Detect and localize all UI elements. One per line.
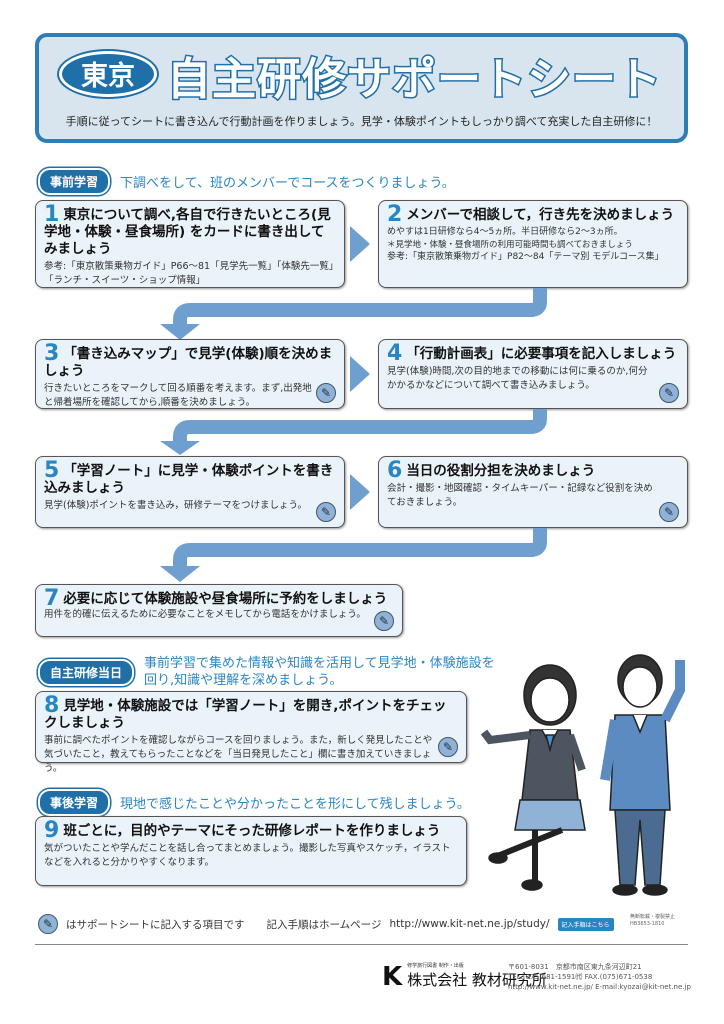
page-subtitle: 手順に従ってシートに書き込んで行動計画を作りましょう。見学・体験ポイントもしっか…	[65, 115, 658, 128]
section-label: 自主研修当日	[38, 658, 135, 686]
study-url-link[interactable]: http://www.kit-net.ne.jp/study/	[389, 918, 550, 930]
step-text: 会計・撮影・地図確認・タイムキーパー・記録など役割を決めておきましょう。	[387, 483, 653, 508]
address: 〒601-8031 京都市南区東九条河辺町21	[508, 963, 642, 971]
k-logo-icon: K	[382, 962, 403, 992]
company-name: 株式会社 教材研究所	[407, 971, 547, 989]
guide-badge-button[interactable]: 記入手順はこちら	[557, 917, 614, 931]
section-post: 事後学習 現地で感じたことや分かったことを形にして残しましょう。	[38, 789, 470, 816]
step-5: 5「学習ノート」に見学・体験ポイントを書き込みましょう 見学(体験)ポイントを書…	[35, 456, 345, 528]
step-4: 4「行動計画表」に必要事項を記入しましょう 見学(体験)時間,次の目的地までの移…	[378, 339, 688, 409]
step-text: 気がついたことや学んだことを話し合ってまとめましょう。撮影した写真やスケッチ，イ…	[44, 843, 451, 868]
section-pre: 事前学習 下調べをして、班のメンバーでコースをつくりましょう。	[38, 168, 455, 195]
step-number: 8	[44, 693, 60, 718]
step-title: 必要に応じて体験施設や昼食場所に予約をしましょう	[63, 591, 388, 607]
pencil-icon: ✎	[316, 383, 336, 403]
students-illustration	[480, 654, 685, 896]
step-number: 3	[44, 341, 60, 366]
web-email: http://www.kit-net.ne.jp/ E-mail:kyozai@…	[508, 983, 691, 991]
guide-text: 記入手順はホームページ	[266, 918, 382, 931]
step-title: 見学地・体験施設では「学習ノート」を開き,ポイントをチェックしましょう	[44, 698, 447, 731]
step-reference: 参考:「東京散策乗物ガイド」P82〜84「テーマ別 モデルコース集」	[387, 252, 664, 262]
section-label: 事後学習	[38, 789, 111, 816]
step-text: 見学(体験)ポイントを書き込み，研修テーマをつけましょう。	[44, 500, 307, 511]
step-title: 「学習ノート」に見学・体験ポイントを書き込みましょう	[44, 463, 334, 496]
step-note: ＊見学地・体験・昼食場所の利用可能時間も調べておきましょう	[387, 240, 633, 250]
step-number: 4	[387, 341, 403, 366]
publisher-line: 修学旅行図書 制作・出版	[407, 963, 464, 969]
arrow-right-icon	[350, 356, 370, 392]
step-number: 2	[387, 202, 403, 227]
pencil-icon: ✎	[659, 502, 679, 522]
step-title: 東京について調べ,各自で行きたいところ(見学地・体験・昼食場所) をカードに書き…	[44, 207, 331, 257]
footer-legend: ✎ はサポートシートに記入する項目です 記入手順はホームページ http://w…	[38, 914, 614, 934]
print-codes: 無断転載・複製禁止 HB3653-1810	[630, 914, 675, 928]
step-number: 6	[387, 458, 403, 483]
pencil-icon: ✎	[38, 914, 58, 934]
step-text: 見学(体験)時間,次の目的地までの移動には何に乗るのか,何分かかるかなどについて…	[387, 366, 648, 391]
arrow-right-icon	[350, 474, 370, 510]
step-title: 「行動計画表」に必要事項を記入しましょう	[406, 346, 677, 362]
step-number: 7	[44, 586, 60, 611]
pencil-icon: ✎	[438, 737, 458, 757]
phone-fax: TEL.(075)681-1591㈹ FAX.(075)671-0538	[508, 973, 653, 981]
section-text: 事前学習で集めた情報や知識を活用して見学地・体験施設を	[144, 656, 495, 671]
publisher-logo: K 修学旅行図書 制作・出版 株式会社 教材研究所	[382, 962, 547, 990]
step-text: 参考:「東京散策乗物ガイド」P66〜81「見学先一覧」「体験先一覧」「ランチ・ス…	[44, 261, 334, 286]
header-banner: 東京 自主研修サポートシート 手順に従ってシートに書き込んで行動計画を作りましょ…	[35, 33, 688, 143]
step-title: 班ごとに，目的やテーマにそった研修レポートを作りましょう	[63, 823, 441, 839]
step-title: 当日の役割分担を決めましょう	[406, 463, 596, 479]
flow-arrow-icon	[160, 288, 547, 340]
pencil-icon: ✎	[659, 383, 679, 403]
flow-arrow-icon	[160, 409, 547, 455]
section-day: 自主研修当日 事前学習で集めた情報や知識を活用して見学地・体験施設を 回り,知識…	[38, 655, 495, 689]
copyright-note: 無断転載・複製禁止	[630, 914, 676, 920]
step-title: メンバーで相談して，行き先を決めましょう	[406, 207, 675, 223]
section-label: 事前学習	[38, 168, 111, 195]
step-text: 行きたいところをマークして回る順番を考えます。まず,出発地と帰着場所を確認してか…	[44, 383, 312, 408]
step-number: 5	[44, 458, 60, 483]
section-text: 回り,知識や理解を深めましょう。	[144, 673, 343, 688]
step-3: 3「書き込みマップ」で見学(体験)順を決めましょう 行きたいところをマークして回…	[35, 339, 345, 409]
pencil-icon: ✎	[374, 611, 394, 631]
page-title: 自主研修サポートシート	[166, 53, 663, 107]
section-text: 下調べをして、班のメンバーでコースをつくりましょう。	[120, 176, 455, 191]
contact-info: 〒601-8031 京都市南区東九条河辺町21 TEL.(075)681-159…	[508, 962, 691, 992]
legend-text: はサポートシートに記入する項目です	[66, 918, 245, 931]
step-number: 9	[44, 818, 60, 843]
pencil-icon: ✎	[316, 502, 336, 522]
arrow-right-icon	[350, 226, 370, 262]
step-text: 事前に調べたポイントを確認しながらコースを回りましょう。また，新しく発見したこと…	[44, 735, 433, 774]
section-text: 現地で感じたことや分かったことを形にして残しましょう。	[120, 797, 470, 812]
step-text: めやすは1日研修なら4〜5ヵ所。半日研修なら2〜3ヵ所。	[387, 227, 623, 237]
region-badge: 東京	[59, 51, 157, 97]
flow-arrow-icon	[160, 528, 547, 582]
product-code: HB3653-1810	[630, 921, 665, 927]
footer-divider	[35, 944, 688, 945]
step-number: 1	[44, 202, 60, 227]
step-text: 用件を的確に伝えるために必要なことをメモしてから電話をかけましょう。	[44, 609, 366, 620]
step-title: 「書き込みマップ」で見学(体験)順を決めましょう	[44, 346, 333, 379]
